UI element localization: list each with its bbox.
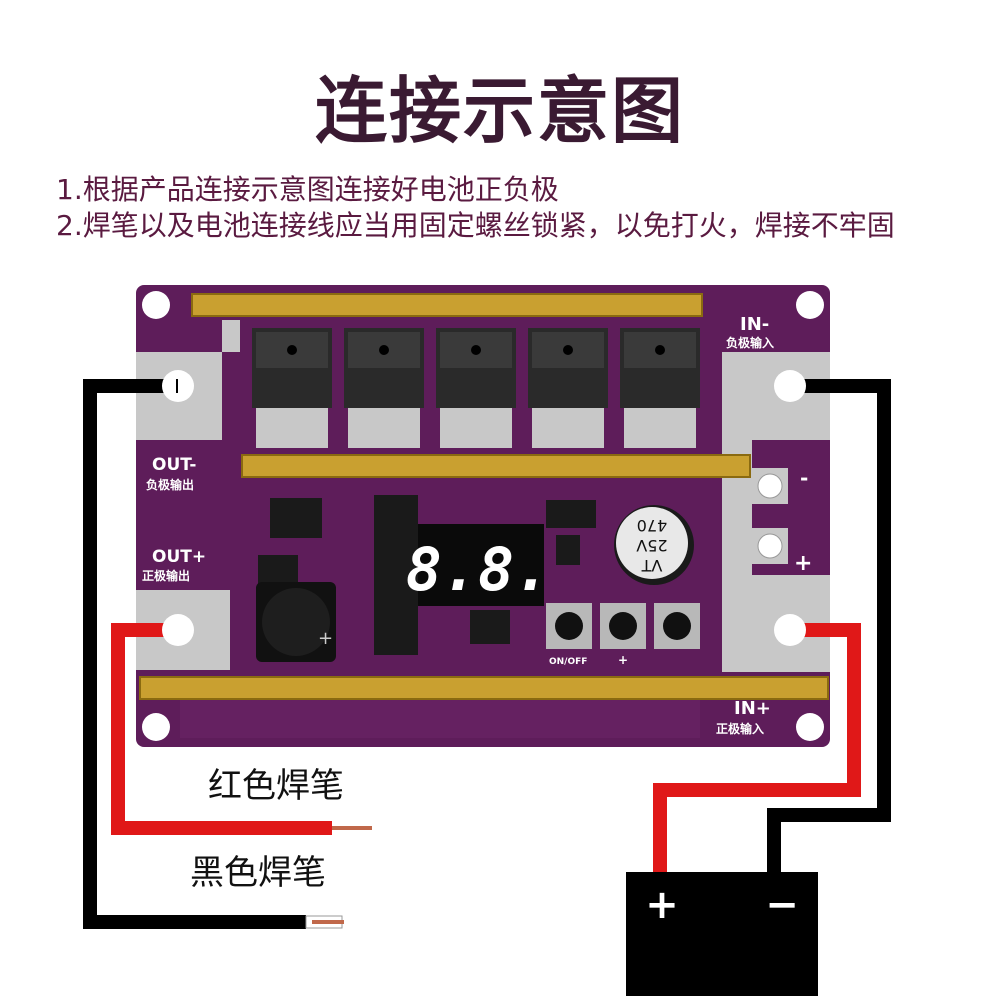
ic-chip bbox=[258, 555, 298, 585]
pcb-board: 8.8. VT 25V 470 + ON/OFF + bbox=[136, 285, 830, 747]
plus-button[interactable] bbox=[600, 603, 646, 649]
mosfet bbox=[344, 328, 424, 448]
instruction-2: 2.焊笔以及电池连接线应当用固定螺丝锁紧，以免打火，焊接不牢固 bbox=[56, 209, 895, 242]
in-minus-label: IN- bbox=[740, 314, 769, 335]
ic-chip bbox=[546, 500, 596, 528]
mounting-hole bbox=[796, 291, 824, 319]
mosfet bbox=[620, 328, 700, 448]
bottom-copper-rail bbox=[139, 676, 829, 700]
in-minus-terminal bbox=[774, 370, 806, 402]
battery-plus-mark: + bbox=[645, 882, 679, 928]
red-welding-pen-wire bbox=[111, 623, 372, 835]
battery-positive-wire bbox=[653, 623, 861, 872]
screw-terminal bbox=[752, 468, 788, 564]
mosfet bbox=[436, 328, 516, 448]
mosfet bbox=[528, 328, 608, 448]
page-title: 连接示意图 bbox=[314, 69, 685, 153]
buzzer-plus-mark: + bbox=[318, 628, 333, 649]
middle-copper-rail bbox=[241, 454, 751, 478]
out-minus-label: OUT- bbox=[152, 455, 196, 475]
in-minus-sublabel: 负极输入 bbox=[726, 335, 774, 350]
in-plus-sublabel: 正极输入 bbox=[716, 721, 764, 736]
mounting-hole bbox=[796, 713, 824, 741]
out-plus-sublabel: 正极输出 bbox=[142, 568, 190, 583]
microcontroller-chip bbox=[374, 495, 418, 655]
battery-minus-mark: − bbox=[765, 882, 799, 928]
out-plus-terminal bbox=[162, 614, 194, 646]
mosfet-array bbox=[252, 328, 700, 448]
battery-negative-wire bbox=[767, 379, 891, 872]
terminal-plus-mark: + bbox=[794, 551, 812, 576]
minus-button[interactable] bbox=[654, 603, 700, 649]
capacitor-text: 25V bbox=[636, 536, 667, 555]
pad-in-minus bbox=[722, 352, 830, 440]
in-plus-terminal bbox=[774, 614, 806, 646]
mosfet bbox=[252, 328, 332, 448]
ic-chip bbox=[556, 535, 580, 565]
switch-label: ON/OFF bbox=[549, 657, 587, 667]
instruction-1: 1.根据产品连接示意图连接好电池正负极 bbox=[56, 173, 559, 206]
ic-chip bbox=[470, 610, 510, 644]
in-plus-label: IN+ bbox=[734, 698, 771, 719]
display-value: 8.8. bbox=[406, 535, 551, 605]
capacitor-text: VT bbox=[641, 556, 662, 575]
terminal-minus-mark: - bbox=[800, 466, 808, 490]
ic-chip bbox=[270, 498, 322, 538]
top-copper-rail bbox=[191, 293, 703, 317]
mounting-hole bbox=[142, 713, 170, 741]
led-display: 8.8. bbox=[406, 524, 551, 606]
plus-button-label: + bbox=[618, 653, 628, 667]
out-minus-sublabel: 负极输出 bbox=[146, 477, 194, 492]
black-welding-pen-wire bbox=[83, 379, 344, 929]
black-pen-label: 黑色焊笔 bbox=[190, 853, 326, 893]
red-pen-label: 红色焊笔 bbox=[208, 766, 344, 806]
power-button[interactable] bbox=[546, 603, 592, 649]
capacitor-text: 470 bbox=[637, 516, 668, 535]
mounting-hole bbox=[142, 291, 170, 319]
capacitor: VT 25V 470 bbox=[614, 505, 694, 585]
out-plus-label: OUT+ bbox=[152, 547, 206, 567]
battery: + − bbox=[626, 872, 818, 996]
buzzer: + bbox=[256, 582, 336, 662]
